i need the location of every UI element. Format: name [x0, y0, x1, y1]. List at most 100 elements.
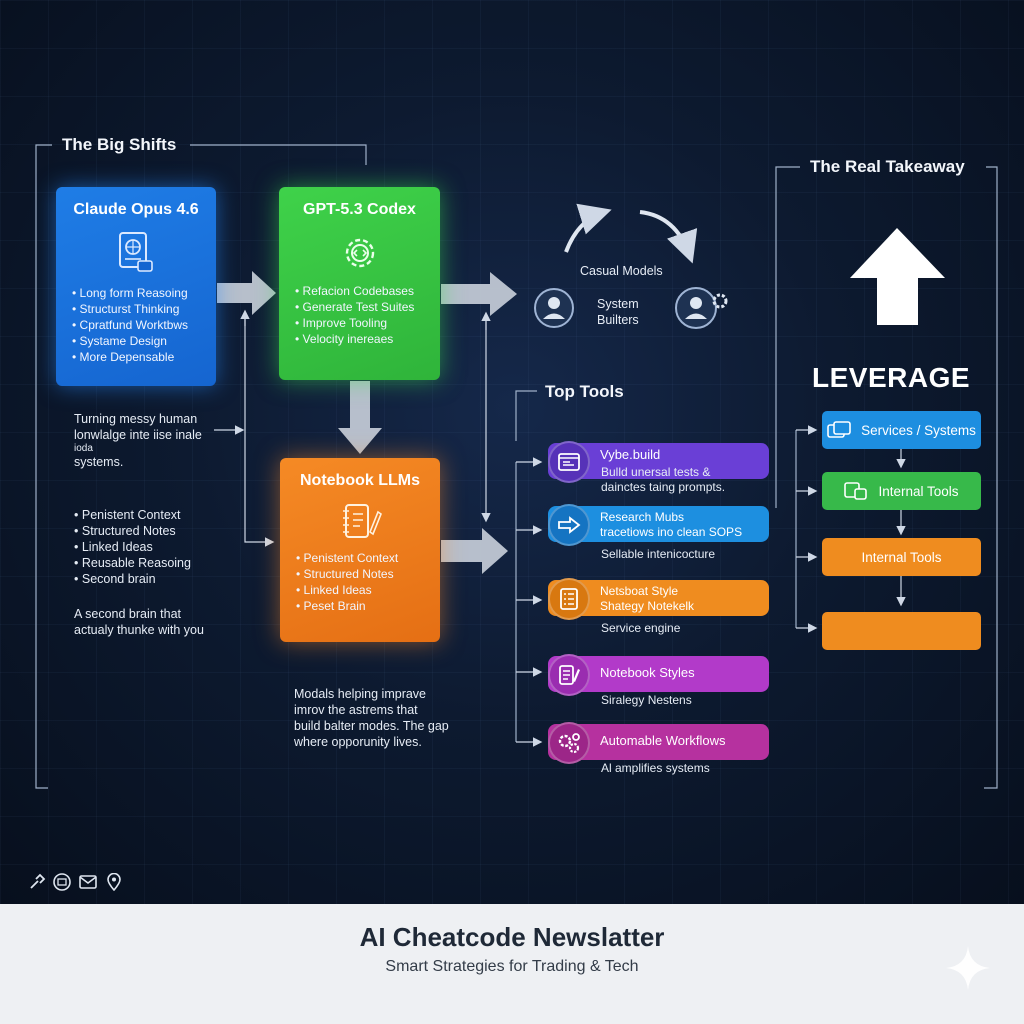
tool-title-line2: tracetiows ino clean SOPS	[600, 525, 743, 539]
subtitle-line: dainctes taing prompts.	[601, 480, 726, 494]
tool-title: Netsboat Style	[600, 584, 679, 598]
note-line: where opporunity lives.	[294, 735, 422, 749]
person-gear-icon	[675, 287, 728, 329]
list-item: Structurst Thinking	[72, 301, 200, 317]
list-item: Structured Notes	[74, 523, 191, 539]
cycle-arrow-right	[639, 210, 698, 264]
newsletter-icon[interactable]	[53, 873, 71, 891]
takeaway-bracket-right	[984, 166, 998, 789]
list-item: Generate Test Suites	[295, 299, 424, 315]
cards-icon	[827, 421, 851, 438]
subtitle-line: Bulld unersal tests &	[601, 465, 711, 479]
note-line: actualy thunke with you	[74, 623, 204, 637]
list-item: Improve Tooling	[295, 315, 424, 331]
infographic-canvas: The Big Shifts Top Tools The Real Takeaw…	[0, 0, 1024, 904]
leverage-services-systems[interactable]: Services / Systems	[822, 411, 981, 449]
real-takeaway-title: The Real Takeaway	[810, 157, 965, 176]
notebook-to-tools-arrow	[441, 528, 508, 574]
list-item: Structured Notes	[296, 566, 424, 582]
takeaway-bracket-left	[775, 166, 800, 508]
tool-subtitle: Service engine	[601, 621, 681, 635]
left-bullet-list: Penistent Context Structured Notes Linke…	[74, 507, 191, 587]
location-icon[interactable]	[106, 873, 122, 891]
link-icon[interactable]	[28, 873, 46, 891]
big-shifts-bracket-right	[190, 144, 367, 165]
notepad-pen-icon	[548, 654, 590, 696]
leverage-up-arrow	[850, 228, 945, 325]
note-line: lonwlalge inte iise inale	[74, 428, 202, 442]
leverage-empty-box[interactable]	[822, 612, 981, 650]
mail-icon[interactable]	[78, 873, 98, 891]
claude-opus-card: Claude Opus 4.6 Long form Reasoing Struc…	[56, 187, 216, 386]
claude-card-title: Claude Opus 4.6	[73, 201, 199, 218]
leverage-box-label: Internal Tools	[861, 549, 942, 565]
gpt-to-cycle-arrow	[441, 272, 517, 316]
tool-title: Automable Workflows	[600, 733, 726, 748]
label-line: System	[597, 297, 639, 311]
list-item: Velocity inereaes	[295, 331, 424, 347]
label-line: Builters	[597, 313, 639, 327]
left-vertical-connector	[244, 318, 275, 547]
gpt-codex-card: GPT-5.3 Codex Refacion Codebases Generat…	[279, 187, 440, 380]
list-item: Penistent Context	[74, 507, 191, 523]
models-note: Modals helping imprave imrov the astrems…	[294, 686, 449, 750]
note-line: systems.	[74, 455, 124, 469]
gpt-card-title: GPT-5.3 Codex	[303, 201, 416, 218]
gpt-card-list: Refacion Codebases Generate Test Suites …	[295, 283, 424, 347]
second-brain-note: A second brain that actualy thunke with …	[74, 606, 204, 638]
note-line: build balter modes. The gap	[294, 719, 449, 733]
tool-subtitle: Bulld unersal tests & dainctes taing pro…	[601, 465, 725, 495]
list-item: Linked Ideas	[74, 539, 191, 555]
notebook-pen-icon	[343, 504, 382, 538]
notebook-card-list: Penistent Context Structured Notes Linke…	[296, 550, 424, 614]
leverage-box-label: Internal Tools	[878, 483, 959, 499]
list-item: Penistent Context	[296, 550, 424, 566]
tool-subtitle: Al amplifies systems	[601, 761, 710, 775]
tool-title: Research Mubs	[600, 510, 685, 524]
claude-to-gpt-arrow	[217, 271, 276, 315]
big-shifts-bracket	[35, 144, 52, 789]
gear-code-icon	[345, 238, 374, 268]
document-brain-icon	[119, 232, 153, 272]
cycle-arrow-left	[564, 203, 612, 253]
note-line: Modals helping imprave	[294, 687, 427, 701]
list-item: Reusable Reasoing	[74, 555, 191, 571]
gears-icon	[548, 722, 590, 764]
list-item: Systame Design	[72, 333, 200, 349]
list-document-icon	[548, 578, 590, 620]
system-builders-label: System Builters	[597, 296, 639, 328]
newsletter-title: AI Cheatcode Newslatter	[359, 922, 665, 952]
tool-title: Notebook Styles	[600, 665, 695, 680]
tool-title-line2: Shategy Notekelk	[600, 599, 695, 613]
note-line: imrov the astrems that	[294, 703, 418, 717]
leverage-title: LEVERAGE	[812, 362, 971, 393]
list-item: Second brain	[74, 571, 191, 587]
connector-layer	[35, 144, 998, 789]
sparkle-icon	[946, 946, 990, 990]
note-line: ioda	[74, 443, 93, 454]
notebook-llms-card: Notebook LLMs Penistent Context Structur…	[280, 458, 440, 642]
newsletter-subtitle: Smart Strategies for Trading & Tech	[385, 958, 639, 975]
top-tools-bracket	[515, 390, 537, 441]
list-item: Peset Brain	[296, 598, 424, 614]
casual-models-label: Casual Models	[580, 264, 663, 278]
list-item: Linked Ideas	[296, 582, 424, 598]
note-line: A second brain that	[74, 607, 182, 621]
gpt-to-notebook-arrow	[338, 381, 382, 454]
browser-window-icon	[548, 441, 590, 483]
big-shifts-title: The Big Shifts	[62, 135, 177, 154]
tool-subtitle: Siralegy Nestens	[601, 693, 692, 707]
leverage-internal-tools-1[interactable]: Internal Tools	[822, 472, 981, 510]
arrow-right-icon	[548, 504, 590, 546]
turning-note: Turning messy human lonwlalge inte iise …	[74, 411, 224, 470]
list-item: Refacion Codebases	[295, 283, 424, 299]
leverage-internal-tools-2[interactable]: Internal Tools	[822, 538, 981, 576]
leverage-box-label: Services / Systems	[861, 422, 976, 438]
footer-bar	[0, 904, 1024, 1024]
list-item: Cpratfund Worktbws	[72, 317, 200, 333]
list-item: Long form Reasoing	[72, 285, 200, 301]
tool-subtitle: Sellable intenicocture	[601, 547, 716, 561]
notebook-card-title: Notebook LLMs	[300, 472, 420, 489]
claude-card-list: Long form Reasoing Structurst Thinking C…	[72, 285, 200, 365]
note-line: Turning messy human	[74, 412, 198, 426]
